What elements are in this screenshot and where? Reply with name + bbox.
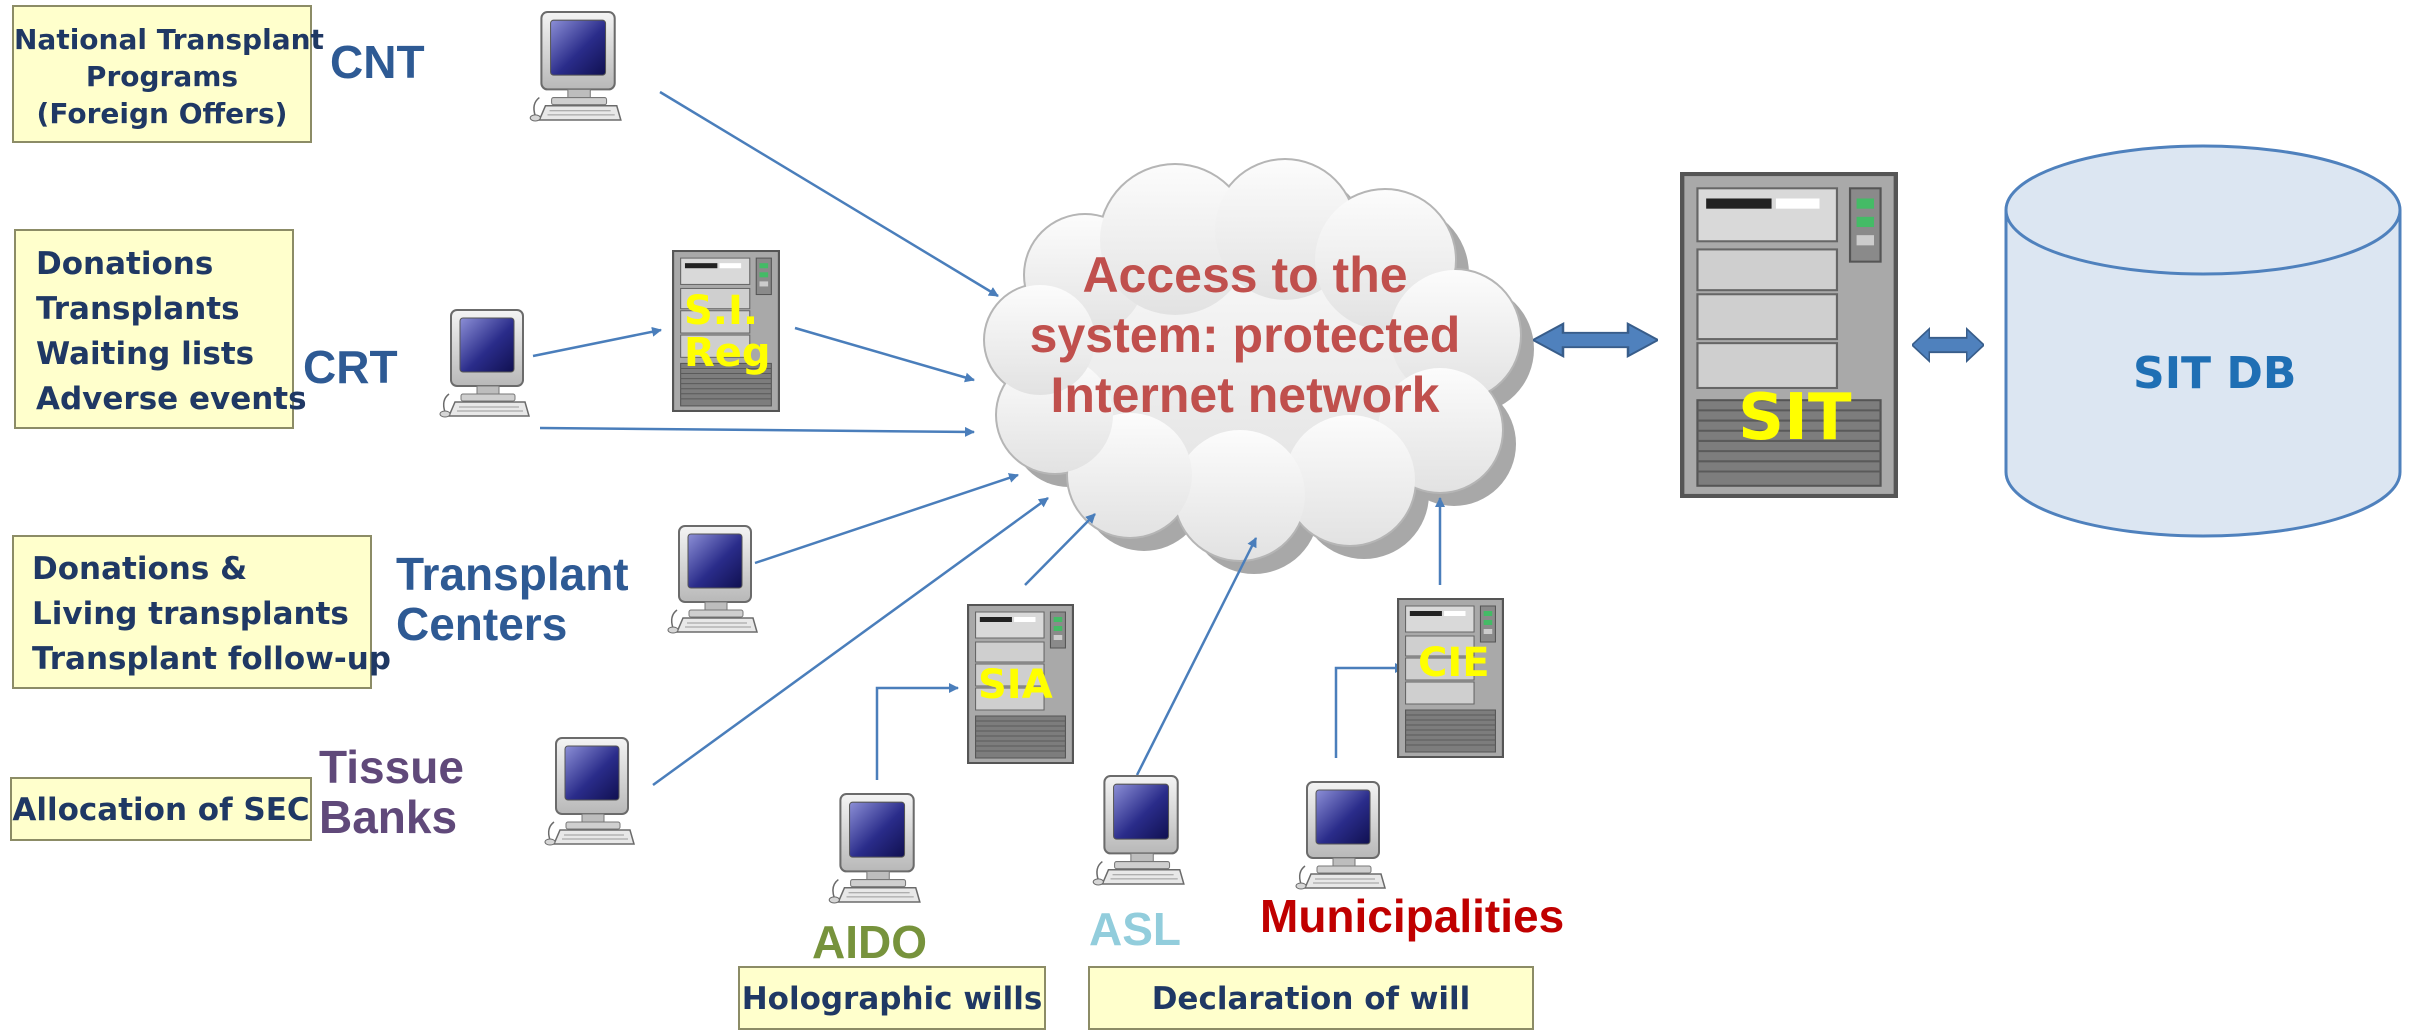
arrow-aido-to-sia <box>875 683 959 780</box>
computer-icon <box>543 736 636 846</box>
computer-icon <box>438 308 531 418</box>
cie-server-label: CIE <box>1418 640 1490 686</box>
computer-icon <box>529 10 623 122</box>
aido-label: AIDO <box>812 916 927 968</box>
cnt-description-box: National Transplant Programs (Foreign Of… <box>12 5 324 143</box>
tissue-banks-description-box: Allocation of SEC <box>10 777 312 841</box>
arrow-mun-to-cie <box>1334 663 1405 758</box>
cnt-desc-line-2: Programs <box>85 60 239 93</box>
tc-desc-line-2: Living transplants <box>32 596 349 632</box>
database-label: SIT DB <box>2133 348 2297 399</box>
sireg-server-label: S.I. Reg <box>684 290 771 374</box>
municipalities-label: Municipalities <box>1260 890 1565 942</box>
transplant-centers-label: Transplant Centers <box>396 548 629 650</box>
transplant-centers-line-2: Centers <box>396 597 568 650</box>
arrow-tc-to-cloud <box>754 473 1019 565</box>
arrow-crt-to-cloud <box>539 426 975 437</box>
transplant-centers-line-1: Transplant <box>396 548 629 600</box>
cnt-desc-line-3: (Foreign Offers) <box>36 97 288 130</box>
arrow-sireg-to-cloud <box>794 326 975 383</box>
cloud-line-3: Internet network <box>1050 367 1440 423</box>
tissue-banks-line-1: Tissue <box>319 741 464 793</box>
transplant-centers-description-box: Donations & Living transplants Transplan… <box>12 535 391 689</box>
crt-label: CRT <box>303 341 398 393</box>
holographic-wills-text: Holographic wills <box>741 981 1043 1017</box>
crt-desc-line-3: Waiting lists <box>36 336 255 372</box>
cloud-line-1: Access to the <box>1082 247 1408 303</box>
declaration-of-will-box: Declaration of will <box>1088 966 1534 1030</box>
arrow-sia-to-cloud <box>1024 513 1096 586</box>
arrow-cnt-to-cloud <box>659 90 999 298</box>
arrow-tissue-to-cloud <box>652 496 1049 787</box>
cnt-label: CNT <box>330 36 425 88</box>
tc-desc-line-3: Transplant follow-up <box>32 641 391 677</box>
sireg-line-2: Reg <box>684 330 771 376</box>
connector-arrows <box>532 90 1445 787</box>
computer-icon <box>666 524 759 634</box>
computer-icon <box>1294 780 1387 890</box>
tissue-banks-line-2: Banks <box>319 790 458 843</box>
double-arrow-icon <box>1533 322 1658 358</box>
double-arrow-icon <box>1912 327 1984 363</box>
crt-desc-line-1: Donations <box>36 246 214 282</box>
declaration-of-will-text: Declaration of will <box>1151 981 1471 1017</box>
sireg-line-1: S.I. <box>684 288 759 334</box>
arrow-crt-to-sireg <box>532 326 662 358</box>
sia-server-label: SIA <box>978 662 1053 708</box>
cnt-desc-line-1: National Transplant <box>14 23 324 56</box>
cloud-title: Access to the system: protected Internet… <box>1005 245 1485 425</box>
sit-server-label: SIT <box>1738 381 1852 455</box>
tissue-banks-label: Tissue Banks <box>319 741 464 843</box>
arrow-asl-to-cloud <box>1135 537 1258 776</box>
crt-desc-line-4: Adverse events <box>36 381 307 417</box>
computer-icon <box>828 792 921 904</box>
computer-icon <box>1092 774 1185 886</box>
cloud-icon <box>983 158 1534 574</box>
tissue-desc-line-1: Allocation of SEC <box>12 792 310 828</box>
tc-desc-line-1: Donations & <box>32 551 248 587</box>
holographic-wills-box: Holographic wills <box>738 966 1046 1030</box>
crt-desc-line-2: Transplants <box>36 291 240 327</box>
crt-description-box: Donations Transplants Waiting lists Adve… <box>14 229 307 429</box>
asl-label: ASL <box>1089 903 1181 955</box>
cloud-line-2: system: protected <box>1029 307 1461 363</box>
database-icon <box>2004 144 2402 538</box>
